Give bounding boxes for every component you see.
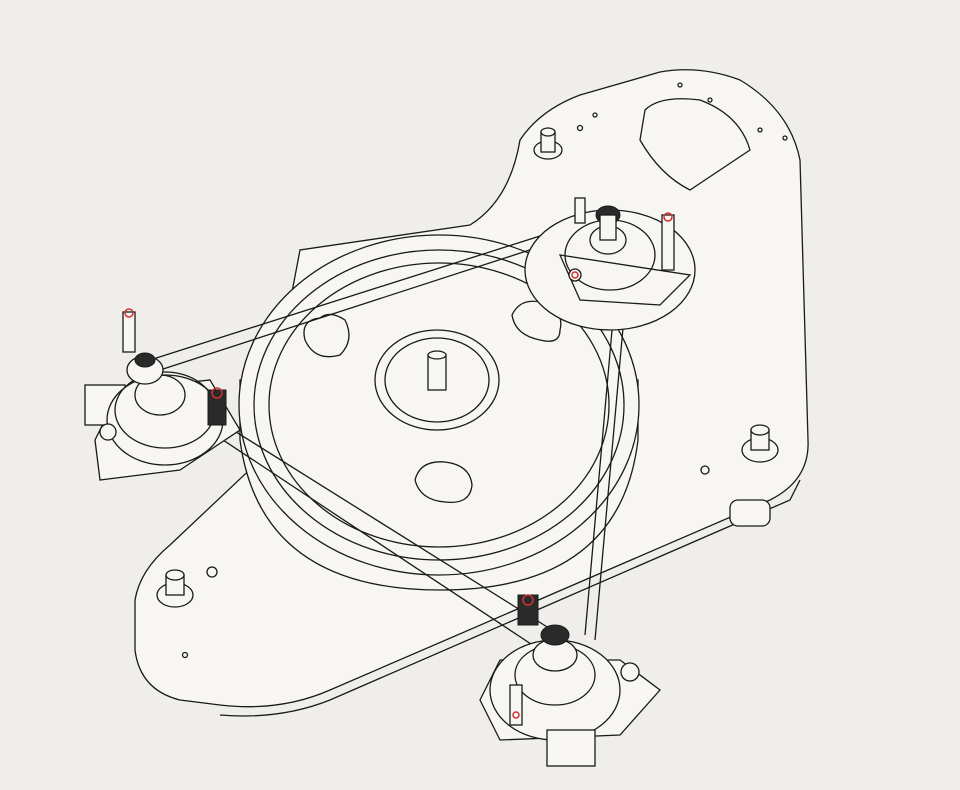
plate-holes [181,82,788,659]
mount-post [741,424,779,463]
platter-cutout [414,461,473,504]
spindle [427,354,447,391]
foot-spring [729,499,771,527]
motor-right [524,197,696,331]
mount-post [533,127,563,160]
motor-left [84,308,241,481]
mount-post [156,569,194,608]
motor-connector [546,729,596,767]
platter [238,234,640,591]
motor-bottom [479,594,661,767]
plate-edge [219,479,801,717]
plate-window [639,98,751,191]
